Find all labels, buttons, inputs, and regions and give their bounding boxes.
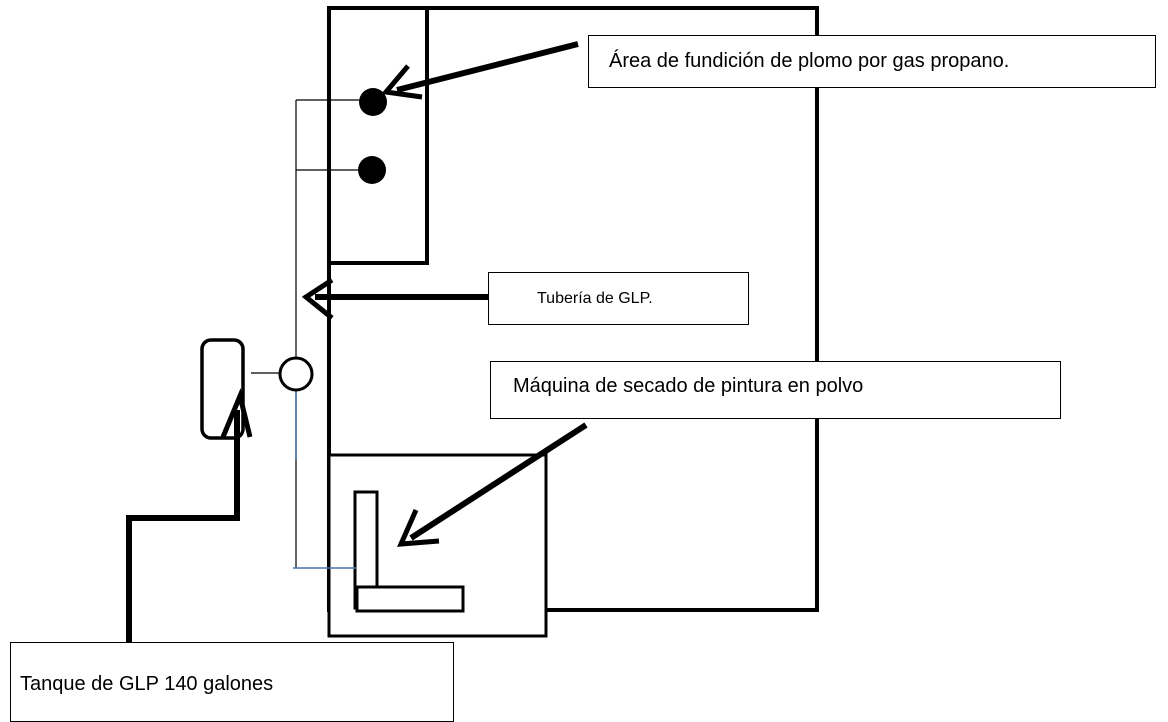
- drying-machine-label: Máquina de secado de pintura en polvo: [490, 361, 1061, 419]
- tank-leader-line: [126, 410, 240, 658]
- tank-leader-arrowhead: [220, 387, 253, 438]
- lpg-tank-label: Tanque de GLP 140 galones: [10, 642, 454, 722]
- gas-valve: [278, 356, 314, 392]
- lpg-tank-label-text: Tanque de GLP 140 galones: [20, 672, 274, 695]
- smelting-arrowhead: [381, 64, 423, 100]
- lpg-pipe-label: Tubería de GLP.: [488, 272, 749, 325]
- machine-arrow-shaft: [409, 422, 588, 541]
- lpg-pipe-label-text: Tubería de GLP.: [537, 289, 653, 307]
- drying-machine-horizontal: [355, 585, 465, 613]
- smelting-area-label-text: Área de fundición de plomo por gas propa…: [609, 50, 1010, 72]
- building-outline: [327, 6, 819, 612]
- smelting-arrow-shaft: [396, 41, 579, 93]
- furnace-burner-1: [359, 88, 387, 116]
- machine-arrowhead: [397, 508, 440, 547]
- smelting-area-room: [327, 6, 429, 265]
- smelting-area-label: Área de fundición de plomo por gas propa…: [588, 35, 1156, 88]
- drying-machine-label-text: Máquina de secado de pintura en polvo: [513, 374, 864, 397]
- pipe-arrowhead: [301, 277, 334, 320]
- furnace-burner-2: [358, 156, 386, 184]
